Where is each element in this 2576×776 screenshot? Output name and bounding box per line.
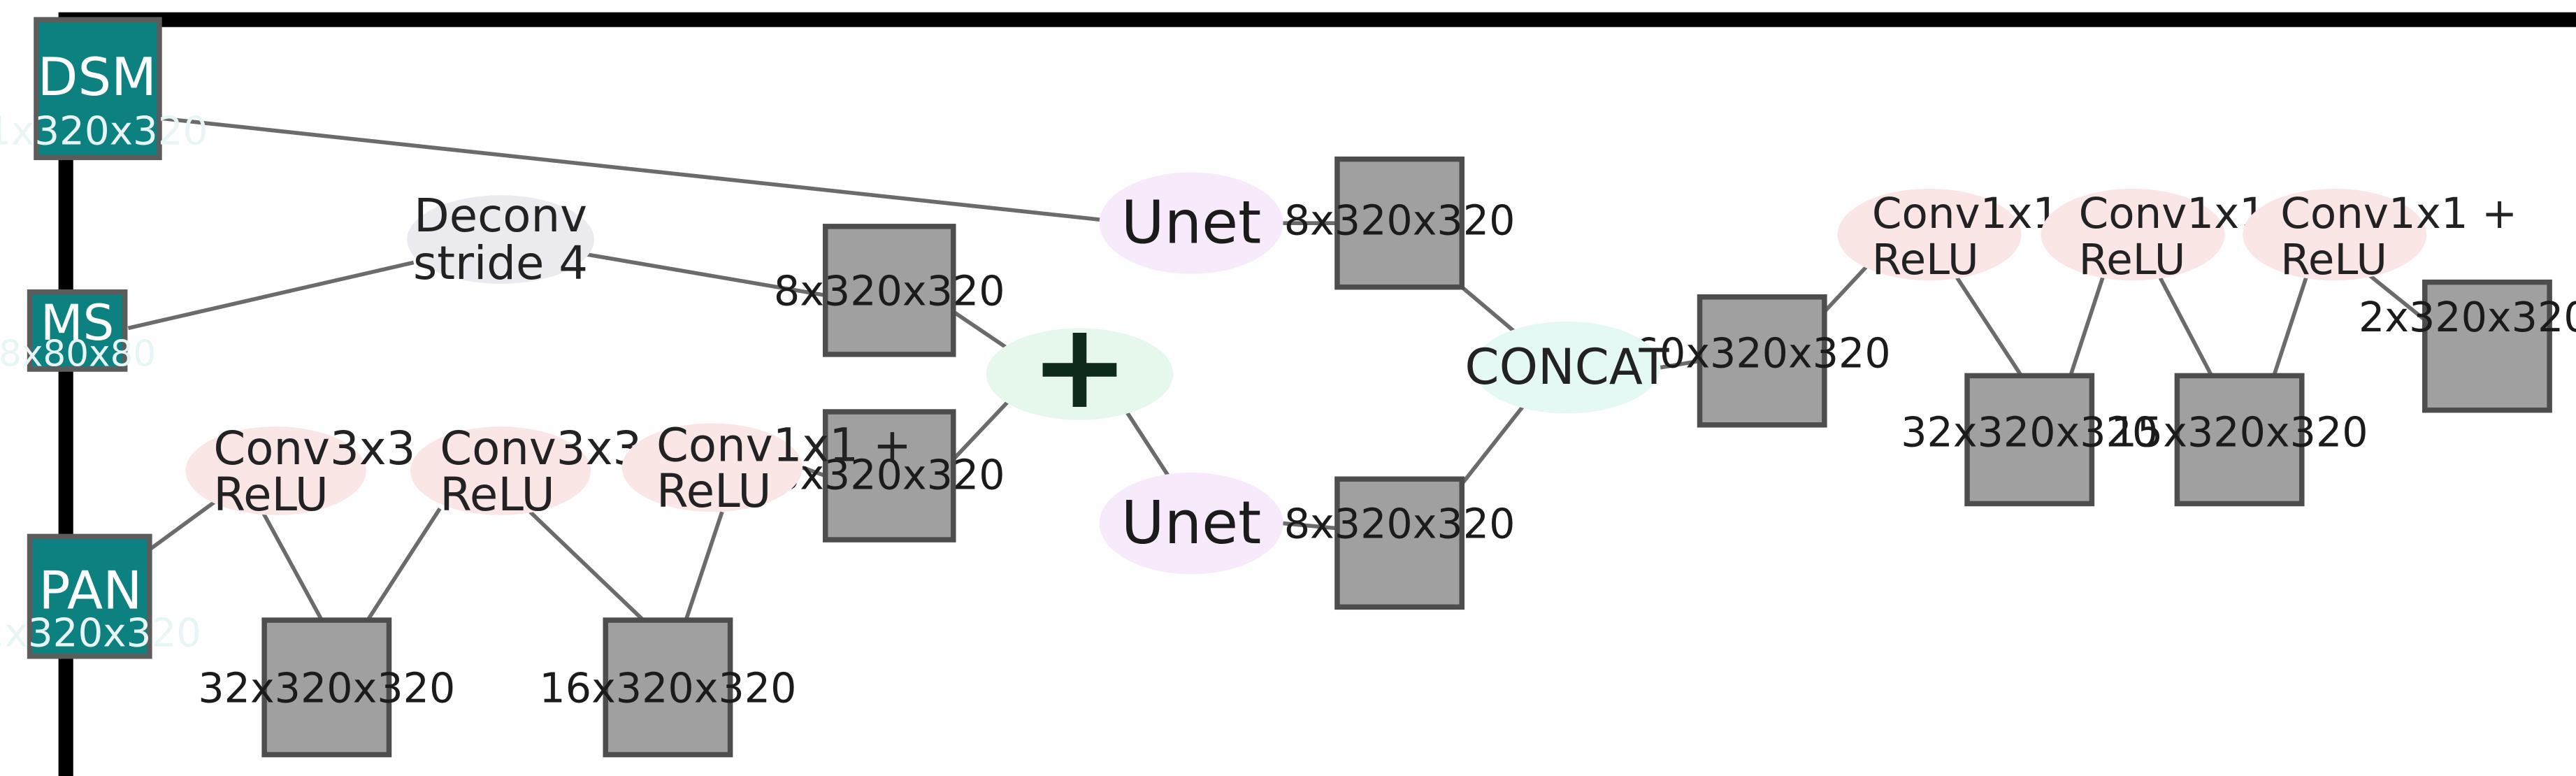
unet-bottom-label: Unet [1121, 489, 1261, 557]
edge-ms-to-deconv [127, 260, 415, 331]
tensor-output[interactable]: 2x320x3200 [2359, 279, 2576, 413]
pan-label: PAN [38, 560, 142, 621]
tensor-conv32[interactable]: 32x320x320 [198, 617, 455, 758]
tensor-label: 8x320x320 [774, 267, 1005, 315]
dsm-label: DSM [38, 46, 157, 108]
tensor-label: 32x320x320 [198, 664, 455, 712]
conv1x1a-line2: ReLU [656, 465, 772, 518]
unet-top-label: Unet [1121, 188, 1261, 257]
edge-tdeconv-to-add [952, 310, 1016, 354]
ms-label: MS [41, 294, 114, 352]
edge-deconv-to-tensor [585, 252, 826, 298]
tensor-label: 32x320x320 [1901, 408, 2158, 456]
add-symbol: + [1030, 297, 1130, 435]
edge-t32-to-conv3x3b [366, 507, 442, 621]
deconv-line2: stride 4 [413, 237, 588, 290]
edge-tconv-to-add [951, 397, 1012, 461]
tensor-deconv-out[interactable]: 8x320x320 [774, 224, 1005, 357]
edge-t60-to-conv1x1b [1822, 261, 1872, 313]
edge-add-to-unet-bot [1123, 409, 1170, 477]
tensor-conv16[interactable]: 16x320x320 [539, 617, 796, 758]
edge-t32b-to-conv1x1c [2068, 275, 2106, 377]
pan-shape: 1x320x320 [0, 611, 201, 656]
conv1x1d-line1: Conv1x1 + [2280, 189, 2517, 238]
ms-shape: 8x80x80 [0, 333, 156, 375]
tensor-label: 8x320x320 [1284, 501, 1516, 548]
tensor-label: 16x320x320 [539, 664, 796, 712]
tensor-32b[interactable]: 32x320x320 [1901, 373, 2158, 507]
edge-conv1x1d-to-output [2364, 271, 2426, 322]
node-unet-top[interactable]: Unet [1099, 172, 1283, 274]
node-add[interactable]: + [986, 297, 1174, 435]
edge-dsm-to-unet-top [159, 116, 1132, 225]
node-pan[interactable]: PAN 1x320x320 [0, 533, 201, 659]
conv1x1b-line2: ReLU [1872, 235, 1979, 285]
node-unet-bottom[interactable]: Unet [1099, 472, 1283, 575]
deconv-line1: Deconv [414, 189, 587, 243]
tensor-label: 8x320x320 [1284, 197, 1516, 245]
edge-group [127, 116, 2426, 622]
tensor-label: 15x320x320 [2111, 408, 2368, 456]
node-conv1x1-d[interactable]: Conv1x1 + ReLU [2243, 188, 2517, 285]
node-deconv[interactable]: Deconv stride 4 [407, 189, 594, 290]
node-ms[interactable]: MS 8x80x80 [0, 289, 156, 375]
tensor-concat-out[interactable]: 60x320x320 [1634, 294, 1891, 428]
concat-label: CONCAT [1465, 338, 1669, 396]
tensor-unet-top-out[interactable]: 8x320x320 [1284, 156, 1516, 290]
node-conv1x1-a[interactable]: Conv1x1 + ReLU [621, 419, 912, 518]
edge-conv1x1c-to-t15 [2157, 274, 2214, 377]
conv3x3b-line2: ReLU [440, 468, 555, 522]
edge-conv1x1a-to-tconv [801, 466, 826, 478]
conv1x1a-line1: Conv1x1 + [656, 419, 912, 472]
conv1x1d-line2: ReLU [2280, 235, 2387, 285]
edge-concat-to-tensor [1660, 359, 1700, 370]
conv3x3a-line2: ReLU [213, 468, 329, 522]
node-dsm[interactable]: DSM 1x320x320 [0, 17, 208, 161]
edge-pan-to-conv3x3a [148, 498, 218, 552]
edge-t15-to-conv1x1d [2272, 275, 2309, 377]
tensor-unet-bot-out[interactable]: 8x320x320 [1284, 476, 1516, 610]
edge-conv3x3a-to-t32 [261, 510, 324, 621]
edge-unet-bot-to-tensor [1283, 521, 1338, 531]
tensor-conv-out[interactable]: 8x320x320 [774, 409, 1005, 543]
edge-t-unet-bot-to-concat [1460, 405, 1525, 486]
tensor-label: 2x320x3200 [2359, 294, 2576, 341]
node-concat[interactable]: CONCAT [1465, 321, 1669, 414]
tensor-15[interactable]: 15x320x320 [2111, 373, 2368, 507]
edge-t16-to-conv1x1a [684, 511, 724, 621]
tensor-label: 60x320x320 [1634, 330, 1891, 378]
edge-conv1x1b-to-t32b [1954, 274, 2023, 377]
node-conv3x3-b[interactable]: Conv3x3 + ReLU [410, 422, 695, 522]
conv1x1c-line2: ReLU [2079, 235, 2186, 285]
dsm-shape: 1x320x320 [0, 109, 208, 155]
tensor-label: 8x320x320 [774, 451, 1005, 498]
edge-conv3x3b-to-t16 [528, 510, 645, 622]
